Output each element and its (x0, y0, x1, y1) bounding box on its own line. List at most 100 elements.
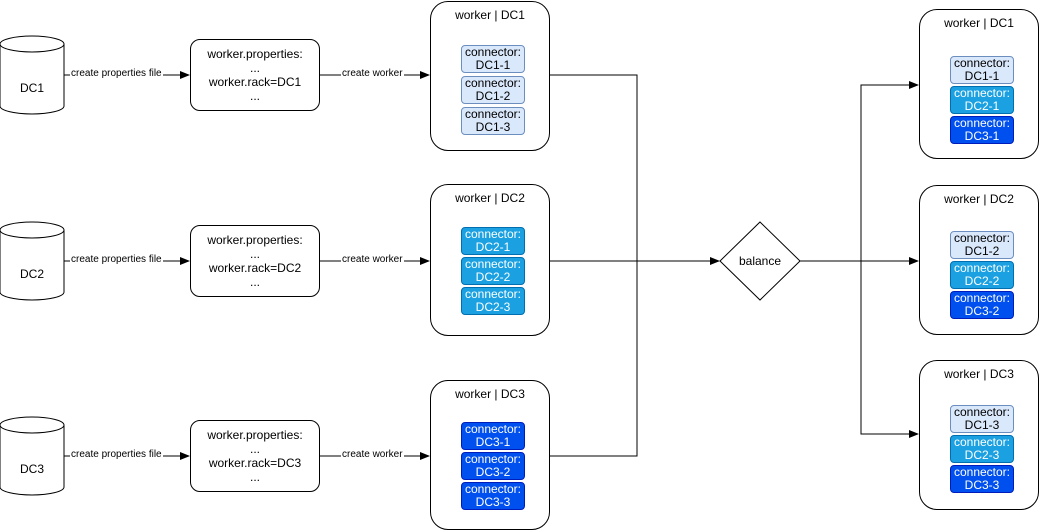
connector-id: DC3-2 (964, 304, 1000, 318)
connector-prefix: connector: (464, 482, 522, 496)
connector-id: DC2-1 (964, 99, 1000, 113)
database-dc3 (0, 416, 65, 496)
connector-chip: connector: DC1-2 (950, 231, 1014, 259)
edge-label-create-worker: create worker (341, 254, 404, 266)
connector-prefix: connector: (953, 231, 1011, 245)
edge-label-create-worker: create worker (341, 449, 404, 461)
connector-id: DC3-3 (964, 478, 1000, 492)
edge-worker1-balance (550, 74, 638, 261)
connector-chip: connector: DC2-3 (461, 287, 525, 315)
connector-prefix: connector: (953, 56, 1011, 70)
connector-id: DC3-1 (475, 435, 511, 449)
connector-prefix: connector: (953, 465, 1011, 479)
connector-chip: connector: DC3-2 (950, 291, 1014, 319)
connector-chip: connector: DC2-2 (461, 257, 525, 285)
properties-line: ... (249, 275, 260, 289)
connector-chip: connector: DC3-3 (461, 482, 525, 510)
worker-title: worker | DC2 (455, 191, 525, 205)
edge-label-create-properties: create properties file (70, 449, 163, 461)
connector-chip: connector: DC1-2 (461, 76, 525, 104)
worker-title: worker | DC1 (455, 8, 525, 22)
connector-prefix: connector: (464, 452, 522, 466)
connector-chip: connector: DC2-1 (950, 86, 1014, 114)
connector-chip: connector: DC3-3 (950, 465, 1014, 493)
connector-chip: connector: DC1-3 (461, 107, 525, 135)
connector-id: DC2-3 (475, 300, 511, 314)
balance-label: balance (738, 254, 782, 268)
connector-prefix: connector: (953, 435, 1011, 449)
connector-id: DC3-1 (964, 129, 1000, 143)
datacenter-label: DC2 (19, 267, 44, 281)
connector-prefix: connector: (464, 287, 522, 301)
connector-id: DC3-3 (475, 495, 511, 509)
worker-title: worker | DC1 (944, 16, 1014, 30)
connector-chip: connector: DC2-3 (950, 435, 1014, 463)
properties-line: worker.rack=DC2 (208, 261, 302, 275)
connector-chip: connector: DC1-1 (950, 56, 1014, 84)
worker-before-dc3: worker | DC3 connector: DC3-1 connector:… (430, 380, 550, 530)
connector-id: DC3-2 (475, 465, 511, 479)
connector-prefix: connector: (953, 86, 1011, 100)
connector-id: DC1-1 (475, 58, 511, 72)
edge-balance-after1 (860, 81, 919, 261)
connector-id: DC2-2 (475, 270, 511, 284)
properties-box-dc3: worker.properties: ... worker.rack=DC3 .… (190, 420, 320, 492)
connector-prefix: connector: (464, 76, 522, 90)
connector-id: DC1-2 (964, 244, 1000, 258)
connector-id: DC1-1 (964, 69, 1000, 83)
properties-line: ... (249, 61, 260, 75)
database-dc2 (0, 221, 65, 301)
properties-line: worker.rack=DC1 (208, 75, 302, 89)
properties-line: worker.rack=DC3 (208, 456, 302, 470)
database-dc1 (0, 35, 65, 115)
connector-id: DC2-3 (964, 448, 1000, 462)
edge-balance-after3 (860, 261, 919, 438)
worker-before-dc2: worker | DC2 connector: DC2-1 connector:… (430, 184, 550, 336)
properties-line: ... (249, 89, 260, 103)
connector-prefix: connector: (464, 107, 522, 121)
properties-line: ... (249, 470, 260, 484)
connector-prefix: connector: (464, 227, 522, 241)
worker-after-dc3: worker | DC3 connector: DC1-3 connector:… (919, 360, 1039, 510)
connector-prefix: connector: (464, 257, 522, 271)
connector-chip: connector: DC3-2 (461, 452, 525, 480)
edge-label-create-properties: create properties file (70, 68, 163, 80)
worker-title: worker | DC3 (944, 367, 1014, 381)
connector-chip: connector: DC1-3 (950, 405, 1014, 433)
properties-box-dc2: worker.properties: ... worker.rack=DC2 .… (190, 225, 320, 297)
connector-chip: connector: DC2-2 (950, 261, 1014, 289)
properties-line: ... (249, 247, 260, 261)
edge-label-create-properties: create properties file (70, 254, 163, 266)
worker-before-dc1: worker | DC1 connector: DC1-1 connector:… (430, 1, 550, 151)
worker-title: worker | DC3 (455, 387, 525, 401)
properties-line: worker.properties: (207, 47, 303, 61)
connector-chip: connector: DC1-1 (461, 45, 525, 73)
connector-chip: connector: DC3-1 (461, 422, 525, 450)
edge-label-create-worker: create worker (341, 68, 404, 80)
connector-prefix: connector: (953, 261, 1011, 275)
connector-id: DC1-2 (475, 89, 511, 103)
edge-worker3-balance (550, 261, 638, 457)
connector-id: DC1-3 (964, 418, 1000, 432)
connector-prefix: connector: (953, 116, 1011, 130)
properties-line: worker.properties: (207, 428, 303, 442)
properties-box-dc1: worker.properties: ... worker.rack=DC1 .… (190, 39, 320, 111)
connector-prefix: connector: (953, 405, 1011, 419)
connector-id: DC2-1 (475, 240, 511, 254)
properties-line: worker.properties: (207, 233, 303, 247)
connector-chip: connector: DC3-1 (950, 116, 1014, 144)
connector-chip: connector: DC2-1 (461, 227, 525, 255)
worker-title: worker | DC2 (944, 192, 1014, 206)
balance-diamond (719, 221, 801, 301)
connector-id: DC2-2 (964, 274, 1000, 288)
datacenter-label: DC1 (19, 81, 44, 95)
worker-after-dc1: worker | DC1 connector: DC1-1 connector:… (919, 9, 1039, 159)
worker-after-dc2: worker | DC2 connector: DC1-2 connector:… (919, 185, 1039, 335)
connector-prefix: connector: (464, 45, 522, 59)
connector-id: DC1-3 (475, 120, 511, 134)
properties-line: ... (249, 442, 260, 456)
datacenter-label: DC3 (19, 462, 44, 476)
connector-prefix: connector: (953, 291, 1011, 305)
